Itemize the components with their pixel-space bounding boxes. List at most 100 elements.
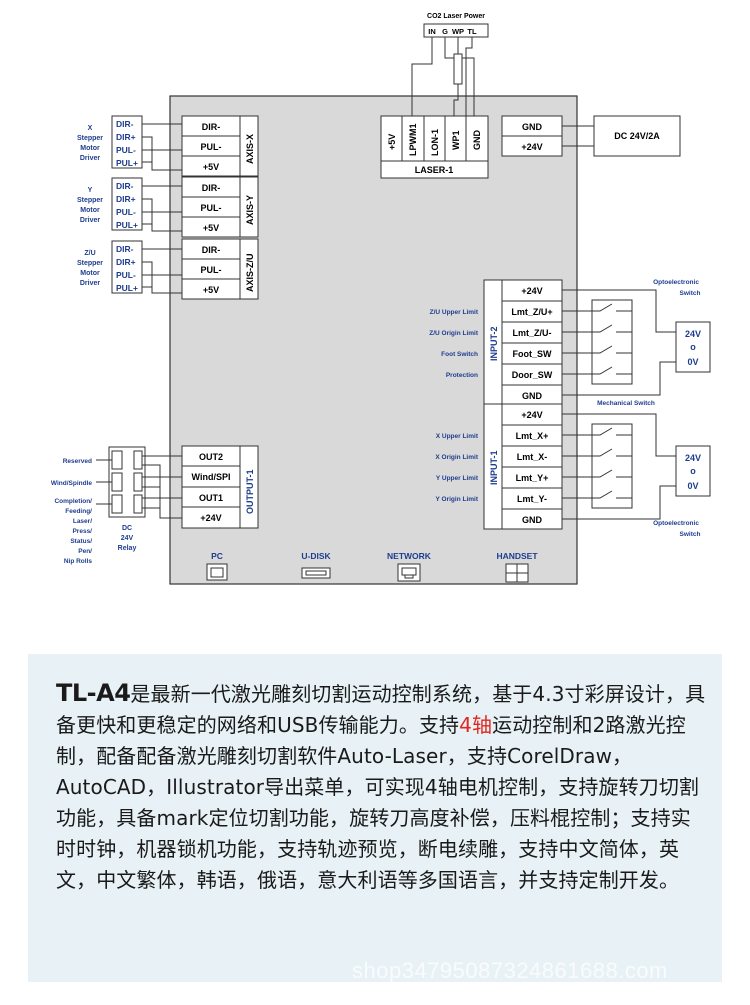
axis-pin: PUL- [201, 142, 222, 152]
driver-label: X [88, 125, 93, 132]
input2-signal: Foot Switch [441, 351, 478, 358]
driver-label: Stepper [77, 135, 103, 142]
axis-zu-connector: DIR- PUL- +5V AXIS-Z/U [181, 238, 259, 300]
axis-label: AXIS-Z/U [245, 253, 255, 292]
input1-pin: Lmt_Y+ [516, 473, 549, 483]
relay-label: DC [122, 525, 132, 532]
output-1-connector: OUT2 Wind/SPI OUT1 +24V OUTPUT-1 [181, 445, 259, 529]
supply-label: 24V [685, 329, 701, 339]
laser-label: LASER-1 [415, 165, 454, 175]
opto-label: Switch [680, 290, 701, 297]
laser-pin: +5V [387, 134, 397, 150]
output-signal: Feeding/ [65, 508, 92, 515]
dc-power-connector: GND +24V DC 24V/2A [501, 115, 681, 157]
dc-supply-label: DC 24V/2A [614, 131, 660, 141]
laser-pin: LON-1 [430, 129, 440, 156]
output1-pin: OUT2 [199, 452, 223, 462]
driver-label: Motor [80, 270, 100, 277]
axis-pin: +5V [203, 285, 219, 295]
input1-signal: X Upper Limit [436, 433, 479, 440]
output-signal: Wind/Spindle [51, 480, 92, 487]
input2-pin: +24V [521, 286, 542, 296]
port-label: U-DISK [301, 551, 331, 561]
input2-pin: Door_SW [512, 370, 553, 380]
output-signal: Press/ [72, 528, 92, 535]
port-network: NETWORK [387, 551, 432, 582]
output1-pin: +24V [200, 513, 221, 523]
driver-pin: PUL- [116, 207, 136, 217]
driver-pin: DIR- [116, 244, 134, 254]
output1-pin: OUT1 [199, 493, 223, 503]
output-signal: Nip Rolls [64, 558, 93, 565]
description-panel [28, 654, 722, 982]
driver-pin: PUL+ [116, 158, 138, 168]
laser-1-connector: +5V LPWM1 LON-1 WP1 GND LASER-1 [380, 115, 489, 179]
axis-x-connector: DIR- PUL- +5V AXIS-X [181, 115, 259, 177]
port-label: HANDSET [496, 551, 538, 561]
output-signal: Reserved [63, 458, 92, 465]
relay-label: 24V [121, 535, 134, 542]
driver-pin: PUL+ [116, 220, 138, 230]
input1-signal: Y Origin Limit [436, 496, 479, 503]
axis-pin: DIR- [202, 183, 221, 193]
output-signal: Status/ [70, 538, 92, 545]
opto-label: Optoelectronic [653, 520, 699, 527]
output-signal: Completion/ [54, 498, 92, 505]
port-label: PC [211, 551, 223, 561]
dc-pin: GND [522, 122, 543, 132]
input2-pin: Foot_SW [513, 349, 552, 359]
output-signal: Pen/ [78, 548, 92, 555]
driver-pin: PUL+ [116, 283, 138, 293]
opto-label: Switch [680, 531, 701, 538]
driver-pin: DIR- [116, 181, 134, 191]
axis-y-connector: DIR- PUL- +5V AXIS-Y [181, 176, 259, 238]
driver-label: Driver [80, 280, 101, 287]
co2-pin: TL [467, 27, 477, 36]
axis-pin: PUL- [201, 265, 222, 275]
output1-pin: Wind/SPI [192, 472, 231, 482]
port-handset: HANDSET [496, 551, 538, 583]
driver-pin: DIR+ [116, 194, 136, 204]
port-u-disk: U-DISK [301, 551, 331, 579]
input1-pin: GND [522, 515, 543, 525]
input1-pin: +24V [521, 410, 542, 420]
stepper-driver-x: X Stepper Motor Driver DIR- DIR+ PUL- PU… [77, 115, 182, 171]
laser-pin: LPWM1 [408, 124, 418, 157]
driver-label: Motor [80, 207, 100, 214]
dc-pin: +24V [521, 142, 542, 152]
product-description: TL-A4是最新一代激光雕刻切割运动控制系统，基于4.3寸彩屏设计，具备更快和更… [56, 678, 708, 896]
input-1-connector: INPUT-1 +24V Lmt_X+ Lmt_X- Lmt_Y+ Lmt_Y-… [435, 403, 563, 530]
supply-label: o [690, 342, 696, 352]
driver-label: Stepper [77, 197, 103, 204]
usb-b-icon [206, 563, 228, 581]
watermark: shop34795087324861688.com [352, 958, 668, 983]
supply-label: 0V [687, 357, 698, 367]
input1-signal: X Origin Limit [435, 454, 478, 461]
driver-label: Y [88, 187, 93, 194]
laser-pin: WP1 [451, 130, 461, 150]
model-name: TL-A4 [56, 679, 131, 707]
supply-label: 24V [685, 453, 701, 463]
input2-pin: Lmt_Z/U+ [511, 307, 552, 317]
description-text: 是最新一代激光雕刻切割运动控制系统，基于4.3寸彩屏设计，具备更快和更稳定的网络… [56, 682, 706, 737]
driver-label: Stepper [77, 260, 103, 267]
usb-a-icon [301, 567, 331, 579]
input1-signal: Y Upper Limit [436, 475, 479, 482]
co2-laser-power: CO2 Laser Power IN G WP TL [411, 13, 489, 118]
axis-pin: DIR- [202, 122, 221, 132]
driver-label: Motor [80, 145, 100, 152]
output1-label: OUTPUT-1 [245, 469, 255, 514]
driver-pin: PUL- [116, 145, 136, 155]
input2-label: INPUT-2 [489, 326, 499, 361]
input2-signal: Z/U Origin Limit [429, 330, 479, 337]
description-highlight: 4轴 [459, 713, 493, 737]
input2-signal: Protection [446, 372, 478, 379]
input1-pin: Lmt_X- [517, 452, 548, 462]
axis-pin: +5V [203, 162, 219, 172]
description-text: 运动控制和2路激光控制，配备配备激光雕刻切割软件Auto-Laser，支持Cor… [56, 713, 700, 892]
opto-label: Optoelectronic [653, 279, 699, 286]
input1-pin: Lmt_X+ [516, 431, 549, 441]
input2-pin: Lmt_Z/U- [513, 328, 552, 338]
co2-pin: IN [428, 27, 436, 36]
axis-pin: +5V [203, 223, 219, 233]
